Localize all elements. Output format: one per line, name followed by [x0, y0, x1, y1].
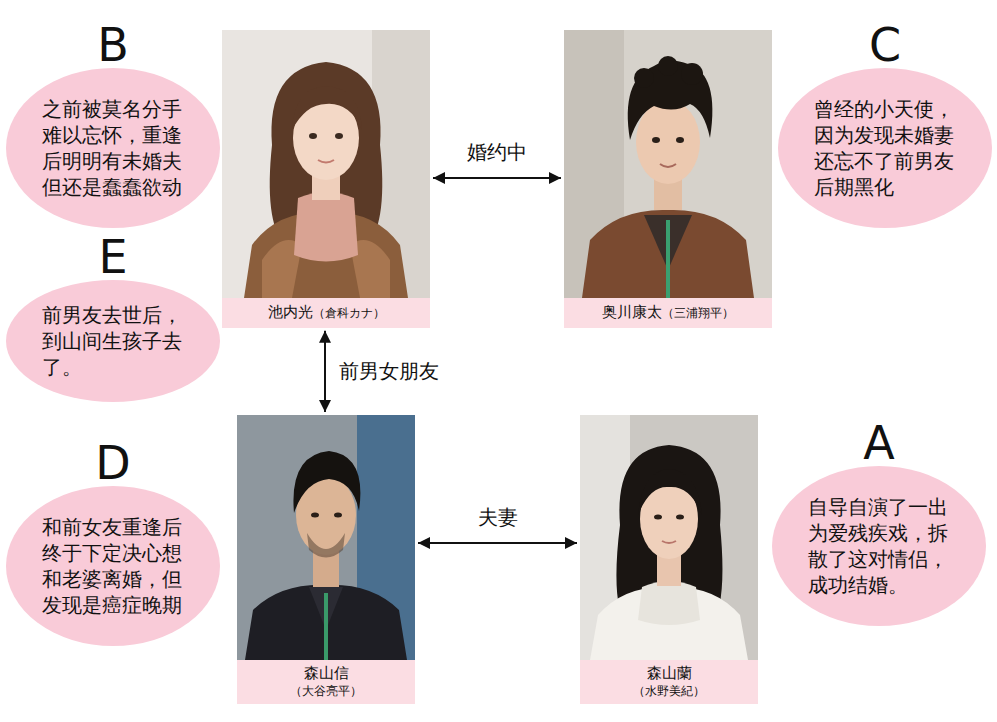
character-name: 奥川康太: [602, 304, 662, 320]
actor-name: （水野美紀）: [584, 684, 754, 700]
bubble-ellipse: [778, 68, 992, 228]
photo-frame: [237, 415, 415, 660]
relation-arrow: [433, 177, 561, 179]
bubble-text: 前男友去世后，到山间生孩子去了。: [42, 302, 184, 380]
bubble-body: 曾经的小天使，因为发现未婚妻还忘不了前男友后期黑化: [778, 68, 992, 228]
photo-frame: [564, 30, 772, 298]
callout-bubble: B 之前被莫名分手难以忘怀，重逢后明明有未婚夫但还是蠢蠢欲动: [6, 22, 220, 228]
bubble-text-box: 曾经的小天使，因为发现未婚妻还忘不了前男友后期黑化: [814, 96, 956, 200]
bubble-text: 曾经的小天使，因为发现未婚妻还忘不了前男友后期黑化: [814, 96, 956, 200]
bubble-body: 前男友去世后，到山间生孩子去了。: [6, 280, 220, 402]
relation-label: 前男女朋友: [337, 359, 441, 383]
actor-name: （大谷亮平）: [241, 684, 411, 700]
name-band: 森山信（大谷亮平）: [237, 660, 415, 704]
relation-arrow: [324, 331, 326, 412]
bubble-text-box: 和前女友重逢后终于下定决心想和老婆离婚，但发现是癌症晚期: [42, 514, 184, 618]
callout-letter: A: [772, 420, 986, 466]
character-card: 森山蘭（水野美紀）: [580, 415, 758, 704]
character-card: 森山信（大谷亮平）: [237, 415, 415, 704]
character-name: 森山信: [241, 664, 411, 684]
bubble-body: 自导自演了一出为爱残疾戏，拆散了这对情侣，成功结婚。: [772, 466, 986, 626]
character-name: 森山蘭: [584, 664, 754, 684]
bubble-shape: [6, 68, 220, 228]
bubble-ellipse: [6, 68, 220, 228]
bubble-body: 之前被莫名分手难以忘怀，重逢后明明有未婚夫但还是蠢蠢欲动: [6, 68, 220, 228]
actor-name: （倉科カナ）: [313, 306, 385, 320]
callout-bubble: E 前男友去世后，到山间生孩子去了。: [6, 234, 220, 402]
character-photo: [222, 30, 430, 298]
bubble-text-box: 之前被莫名分手难以忘怀，重逢后明明有未婚夫但还是蠢蠢欲动: [42, 96, 184, 200]
callout-bubble: D 和前女友重逢后终于下定决心想和老婆离婚，但发现是癌症晚期: [6, 440, 220, 646]
callout-letter: B: [6, 22, 220, 68]
character-photo: [237, 415, 415, 660]
callout-bubble: C 曾经的小天使，因为发现未婚妻还忘不了前男友后期黑化: [778, 22, 992, 228]
bubble-shape: [778, 68, 992, 228]
character-card: 池内光（倉科カナ）: [222, 30, 430, 328]
actor-name: （三浦翔平）: [662, 306, 734, 320]
bubble-ellipse: [6, 280, 220, 402]
bubble-text-box: 前男友去世后，到山间生孩子去了。: [42, 302, 184, 380]
bubble-text: 之前被莫名分手难以忘怀，重逢后明明有未婚夫但还是蠢蠢欲动: [42, 96, 184, 200]
callout-letter: C: [778, 22, 992, 68]
character-card: 奥川康太（三浦翔平）: [564, 30, 772, 328]
bubble-ellipse: [6, 486, 220, 646]
callout-bubble: A 自导自演了一出为爱残疾戏，拆散了这对情侣，成功结婚。: [772, 420, 986, 626]
bubble-text: 和前女友重逢后终于下定决心想和老婆离婚，但发现是癌症晚期: [42, 514, 184, 618]
relation-label: 夫妻: [476, 505, 520, 529]
bubble-shape: [6, 486, 220, 646]
name-band: 森山蘭（水野美紀）: [580, 660, 758, 704]
name-band: 奥川康太（三浦翔平）: [564, 298, 772, 328]
bubble-ellipse: [772, 466, 986, 626]
callout-letter: D: [6, 440, 220, 486]
bubble-shape: [772, 466, 986, 626]
bubble-text-box: 自导自演了一出为爱残疾戏，拆散了这对情侣，成功结婚。: [808, 494, 950, 598]
name-band: 池内光（倉科カナ）: [222, 298, 430, 328]
character-photo: [564, 30, 772, 298]
relation-label: 婚约中: [465, 140, 529, 164]
callout-letter: E: [6, 234, 220, 280]
bubble-text: 自导自演了一出为爱残疾戏，拆散了这对情侣，成功结婚。: [808, 494, 950, 598]
photo-frame: [222, 30, 430, 298]
character-photo: [580, 415, 758, 660]
relation-arrow: [418, 542, 577, 544]
photo-frame: [580, 415, 758, 660]
bubble-body: 和前女友重逢后终于下定决心想和老婆离婚，但发现是癌症晚期: [6, 486, 220, 646]
character-name: 池内光: [268, 304, 313, 320]
